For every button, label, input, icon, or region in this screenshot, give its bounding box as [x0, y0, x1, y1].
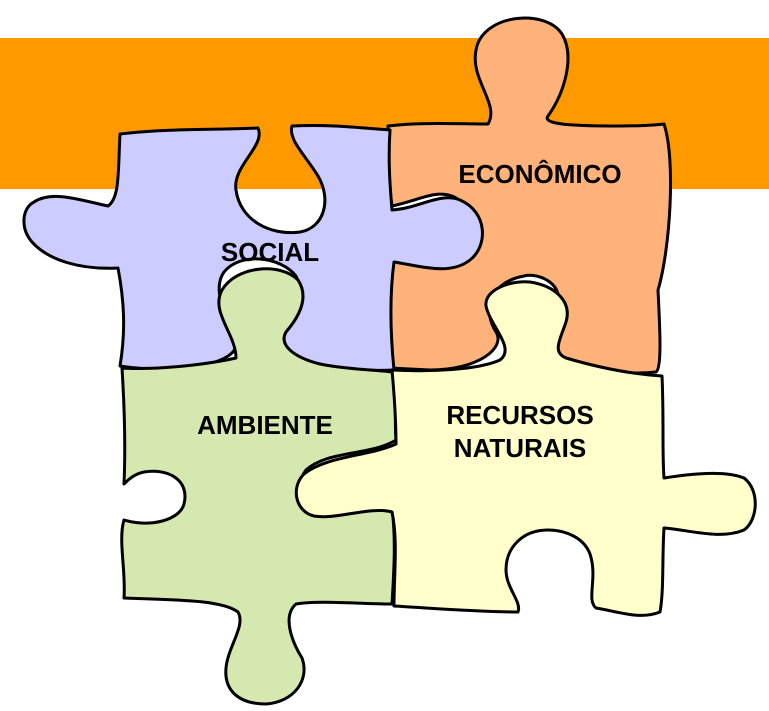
- label-social: SOCIAL: [220, 237, 320, 267]
- label-economico: ECONÔMICO: [458, 159, 622, 189]
- label-ambiente: AMBIENTE: [197, 410, 333, 440]
- label-recursos-line1: RECURSOS: [446, 400, 594, 430]
- label-recursos-line2: NATURAIS: [453, 433, 587, 463]
- piece-ambiente: [120, 267, 398, 706]
- piece-recursos: [294, 280, 757, 617]
- label-recursos: RECURSOS NATURAIS: [420, 399, 620, 465]
